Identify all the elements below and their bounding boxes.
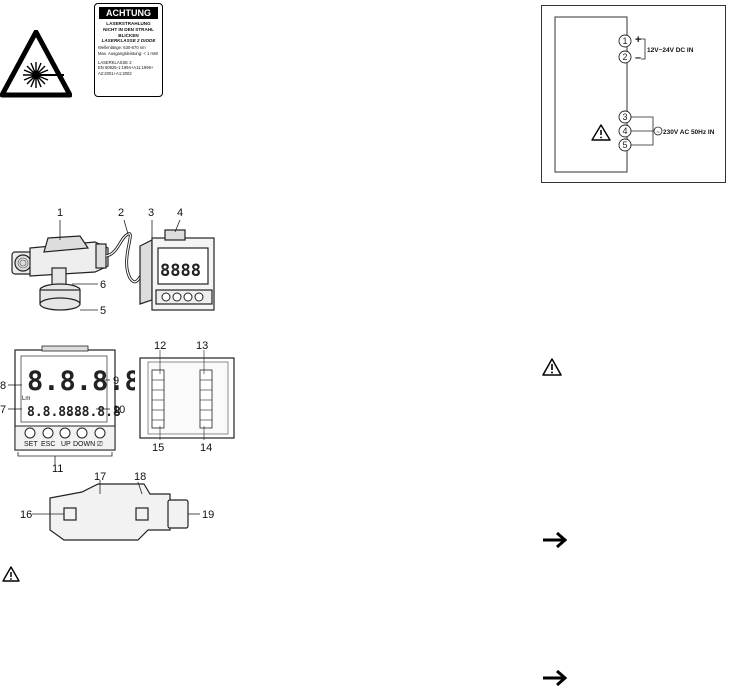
warning-triangle-icon bbox=[591, 124, 611, 141]
wiring-diagram-svg: 1 2 3 4 5 + – 12V~24V DC IN ~ 230V AC 50… bbox=[554, 16, 715, 173]
callout-3: 3 bbox=[148, 207, 154, 219]
callout-5: 5 bbox=[100, 305, 106, 317]
label-line: BLICKEN bbox=[118, 32, 139, 38]
arrow-right-icon bbox=[543, 669, 568, 687]
button-up: UP bbox=[61, 441, 71, 448]
terminal-1: 1 bbox=[622, 36, 627, 46]
main-display: 8.8.8.8. bbox=[27, 366, 135, 397]
terminal-3: 3 bbox=[622, 112, 627, 122]
back-panel-drawing: 12 13 15 14 bbox=[139, 340, 235, 454]
callout-14: 14 bbox=[200, 442, 212, 454]
wiring-diagram bbox=[541, 5, 726, 183]
dc-label: 12V~24V DC IN bbox=[647, 47, 694, 54]
warning-triangle-icon bbox=[542, 358, 562, 376]
label-line: A2:2001+A1:2002 bbox=[98, 70, 132, 76]
callout-2: 2 bbox=[118, 207, 124, 219]
label-line: LASERKLASSE 2 bbox=[98, 60, 132, 65]
callout-7: 7 bbox=[0, 404, 6, 416]
callout-4: 4 bbox=[177, 207, 183, 219]
laser-class-label: ACHTUNG LASERSTRAHLUNG NICHT IN DEN STRA… bbox=[94, 3, 163, 97]
ac-symbol: ~ bbox=[656, 130, 660, 136]
button-down: DOWN bbox=[73, 441, 95, 448]
button-extra: ⎚ bbox=[97, 441, 103, 448]
callout-9: 9 bbox=[113, 375, 119, 387]
label-heading: ACHTUNG bbox=[99, 7, 158, 19]
callout-15: 15 bbox=[152, 442, 164, 454]
label-line: NICHT IN DEN STRAHL bbox=[103, 26, 154, 32]
laser-warning-icon bbox=[0, 30, 72, 98]
ac-label: 230V AC 50Hz IN bbox=[663, 129, 715, 136]
label-line: Wellenlänge: 630-670 nm bbox=[98, 45, 146, 51]
callout-11: 11 bbox=[52, 463, 63, 475]
label-line: EN 60825-1:1994+A11:1996+ bbox=[98, 65, 154, 71]
label-line: Max. Ausgangsleistung: < 1 mW bbox=[98, 50, 158, 56]
device-overview-drawing: 8888 1 2 3 4 5 6 bbox=[11, 207, 215, 317]
button-set: SET bbox=[24, 441, 38, 448]
sub-display-left: 8.8.8.8 bbox=[27, 405, 82, 420]
terminal-5: 5 bbox=[622, 140, 627, 150]
callout-1: 1 bbox=[57, 207, 63, 219]
dc-minus: – bbox=[635, 52, 641, 64]
arrow-right-icon bbox=[543, 531, 568, 549]
callout-12: 12 bbox=[154, 340, 166, 352]
callout-8: 8 bbox=[0, 380, 6, 392]
callout-10: 10 bbox=[113, 404, 125, 416]
callout-6: 6 bbox=[100, 279, 106, 291]
terminal-2: 2 bbox=[622, 52, 627, 62]
label-line: LASERSTRAHLUNG bbox=[106, 21, 151, 26]
callout-13: 13 bbox=[196, 340, 208, 352]
label-line: LASERKLASSE 2 DIODE bbox=[101, 38, 156, 44]
warning-triangle-icon bbox=[2, 566, 20, 582]
callout-19: 19 bbox=[202, 509, 214, 521]
terminal-4: 4 bbox=[622, 126, 627, 136]
svg-text:Lm: Lm bbox=[22, 396, 30, 402]
controller-digits: 8888 bbox=[160, 261, 201, 281]
callout-16: 16 bbox=[20, 509, 32, 521]
button-esc: ESC bbox=[41, 441, 55, 448]
dc-plus: + bbox=[635, 34, 641, 46]
callout-18: 18 bbox=[134, 471, 146, 483]
front-panel-drawing: 8.8.8.8. Lm 8.8.8.8 8.8.8.8 SET ESC UP D… bbox=[0, 345, 135, 475]
callout-17: 17 bbox=[94, 471, 106, 483]
sensor-detail-drawing: 17 18 16 19 bbox=[20, 471, 214, 541]
